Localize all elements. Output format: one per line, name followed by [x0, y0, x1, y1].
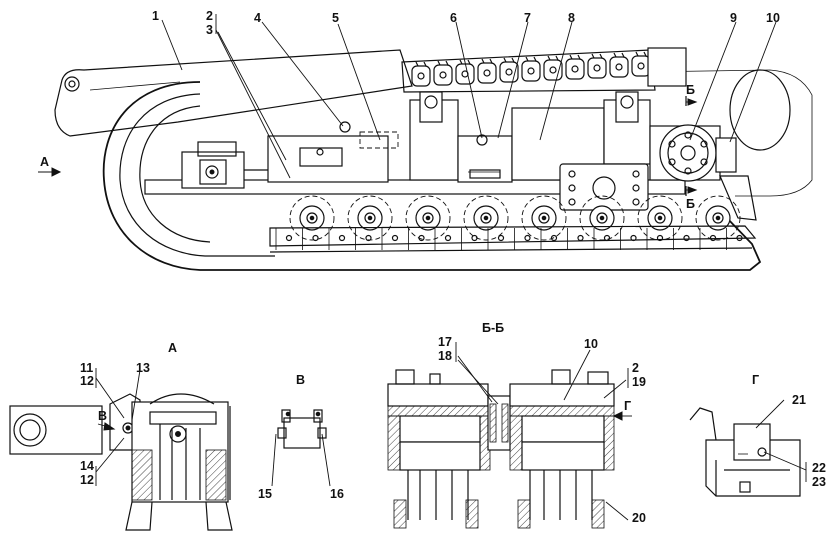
- track-shoe: [673, 228, 690, 250]
- callout-10: 10: [766, 11, 780, 25]
- track-shoe: [434, 228, 452, 250]
- view-v-title: В: [296, 373, 305, 387]
- chain-link: [521, 56, 541, 82]
- section-bb-detail: Б-Б Г: [387, 321, 632, 529]
- track-roller: [463, 195, 509, 241]
- chain-link: [411, 61, 431, 87]
- track-shoe: [275, 228, 293, 250]
- callout-20: 20: [632, 511, 646, 525]
- callout-3: 3: [206, 23, 213, 37]
- top-leaders: [161, 14, 777, 179]
- callout-2-section: 2: [632, 361, 639, 375]
- track-shoe: [699, 228, 717, 250]
- callout-8: 8: [568, 11, 575, 25]
- lower-track-shoes: [269, 225, 757, 253]
- view-g-title: Г: [752, 373, 759, 387]
- view-v-detail: В: [271, 373, 331, 487]
- section-b-top-label: Б: [686, 83, 695, 97]
- chain-link: [587, 53, 607, 79]
- chain-link: [433, 60, 453, 86]
- view-g-arrow-label: Г: [624, 399, 631, 413]
- track-shoe: [461, 228, 478, 250]
- chain-link: [609, 52, 629, 78]
- track-shoe: [514, 228, 531, 250]
- main-side-view: А Б Б: [38, 14, 813, 271]
- callout-21: 21: [792, 393, 806, 407]
- track-roller: [521, 195, 567, 241]
- callout-6: 6: [450, 11, 457, 25]
- track-roller: [347, 195, 393, 241]
- chain-link: [455, 59, 475, 85]
- callout-16: 16: [330, 487, 344, 501]
- tensioner-block: [181, 141, 268, 189]
- track-shoe: [646, 228, 664, 250]
- chain-link: [565, 54, 585, 80]
- section-marks-b: Б Б: [685, 83, 698, 211]
- callout-11: 11: [80, 361, 93, 375]
- view-a-detail: А В: [9, 341, 233, 531]
- view-g-detail: Г: [689, 373, 807, 497]
- callout-19: 19: [632, 375, 646, 389]
- track-shoe: [726, 228, 743, 250]
- track-roller: [405, 195, 451, 241]
- callout-1: 1: [152, 9, 159, 23]
- callout-9: 9: [730, 11, 737, 25]
- idler-track-outline: [102, 81, 762, 271]
- callout-14: 14: [80, 459, 94, 473]
- track-rollers: [289, 195, 741, 241]
- callout-5: 5: [332, 11, 339, 25]
- callout-2: 2: [206, 9, 213, 23]
- track-shoe: [381, 228, 399, 250]
- mount-plate: [559, 163, 649, 211]
- track-shoe: [593, 228, 611, 250]
- callout-15: 15: [258, 487, 272, 501]
- track-shoe: [408, 228, 425, 250]
- carrier-rollers: [419, 91, 639, 123]
- callout-7: 7: [524, 11, 531, 25]
- frame-arm: [54, 49, 413, 137]
- track-roller: [289, 195, 335, 241]
- chain-link: [631, 51, 651, 77]
- track-shoe: [355, 228, 372, 250]
- callout-4: 4: [254, 11, 261, 25]
- track-shoe: [487, 228, 505, 250]
- view-v-arrow-label: В: [98, 409, 107, 423]
- upper-track-chain: [401, 47, 687, 93]
- callout-12-top: 12: [80, 374, 94, 388]
- callout-18: 18: [438, 349, 452, 363]
- callout-22: 22: [812, 461, 826, 475]
- view-arrow-a: А: [38, 155, 62, 177]
- callout-13: 13: [136, 361, 150, 375]
- callout-12-bottom: 12: [80, 473, 94, 487]
- track-shoe: [567, 228, 584, 250]
- track-shoe: [302, 228, 319, 250]
- track-shoe: [540, 228, 558, 250]
- callout-10-section: 10: [584, 337, 598, 351]
- track-shoe: [328, 228, 346, 250]
- track-roller: [695, 195, 741, 241]
- section-b-bottom-label: Б: [686, 197, 695, 211]
- callout-17: 17: [438, 335, 452, 349]
- callout-23: 23: [812, 475, 826, 489]
- drive-sprocket: [659, 124, 757, 221]
- section-bb-title: Б-Б: [482, 321, 504, 335]
- track-shoe: [620, 228, 637, 250]
- view-a-arrow-label: А: [40, 155, 49, 169]
- view-a-title: А: [168, 341, 177, 355]
- chain-link: [477, 58, 497, 84]
